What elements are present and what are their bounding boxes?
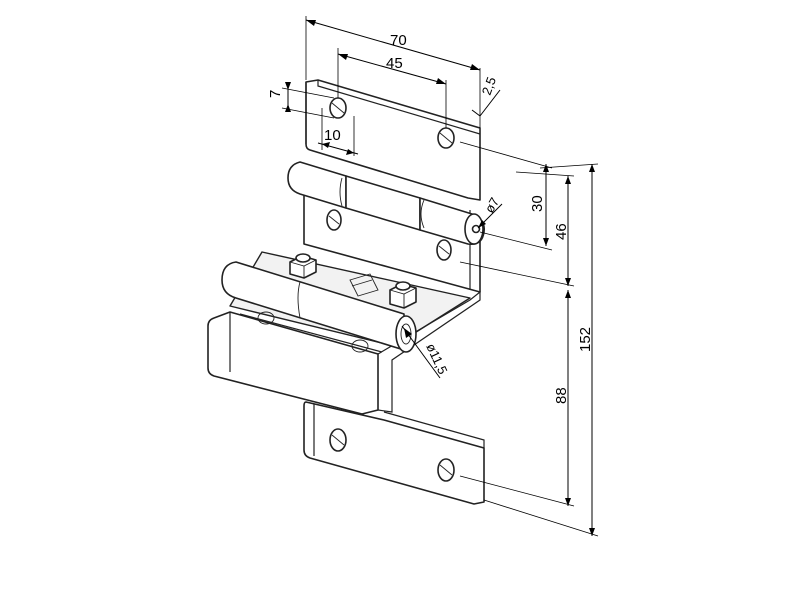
hex-nut-right [389,281,417,309]
dimension-lines: 70 45 2,5 7 [267,16,599,537]
dim-label-10: 10 [324,127,341,144]
lower-roller [221,261,417,353]
dim-label-pin: ø7 [482,195,503,216]
dim-label-2-5: 2,5 [479,75,499,97]
dim-overall-height: 152 [483,163,599,537]
dim-pin-diameter: ø7 [477,195,503,229]
dim-label-45: 45 [386,55,403,72]
dim-roller-diameter: ø11,5 [401,325,451,379]
dim-label-roller: ø11,5 [423,341,450,377]
dim-label-46: 46 [553,223,570,240]
dim-label-30: 30 [529,195,546,212]
dim-width-total: 70 [305,16,481,128]
dim-slot-width: 10 [317,108,359,156]
dim-label-152: 152 [577,327,594,352]
dim-hole-spacing: 45 [337,48,447,128]
bottom-plate [303,401,485,505]
dim-label-70: 70 [390,32,407,49]
dim-upper-offset: 30 [459,141,553,251]
dim-label-88: 88 [553,387,570,404]
dim-upper-height: 46 [459,171,575,287]
dim-label-7: 7 [267,90,284,98]
dim-thickness: 2,5 [471,75,501,117]
top-plate [305,79,481,201]
dim-lower-height: 88 [459,290,575,507]
upper-barrel [287,161,486,246]
dim-slot-height: 7 [267,82,335,119]
hinge-assembly [207,79,486,505]
hex-nut-left [289,253,317,279]
